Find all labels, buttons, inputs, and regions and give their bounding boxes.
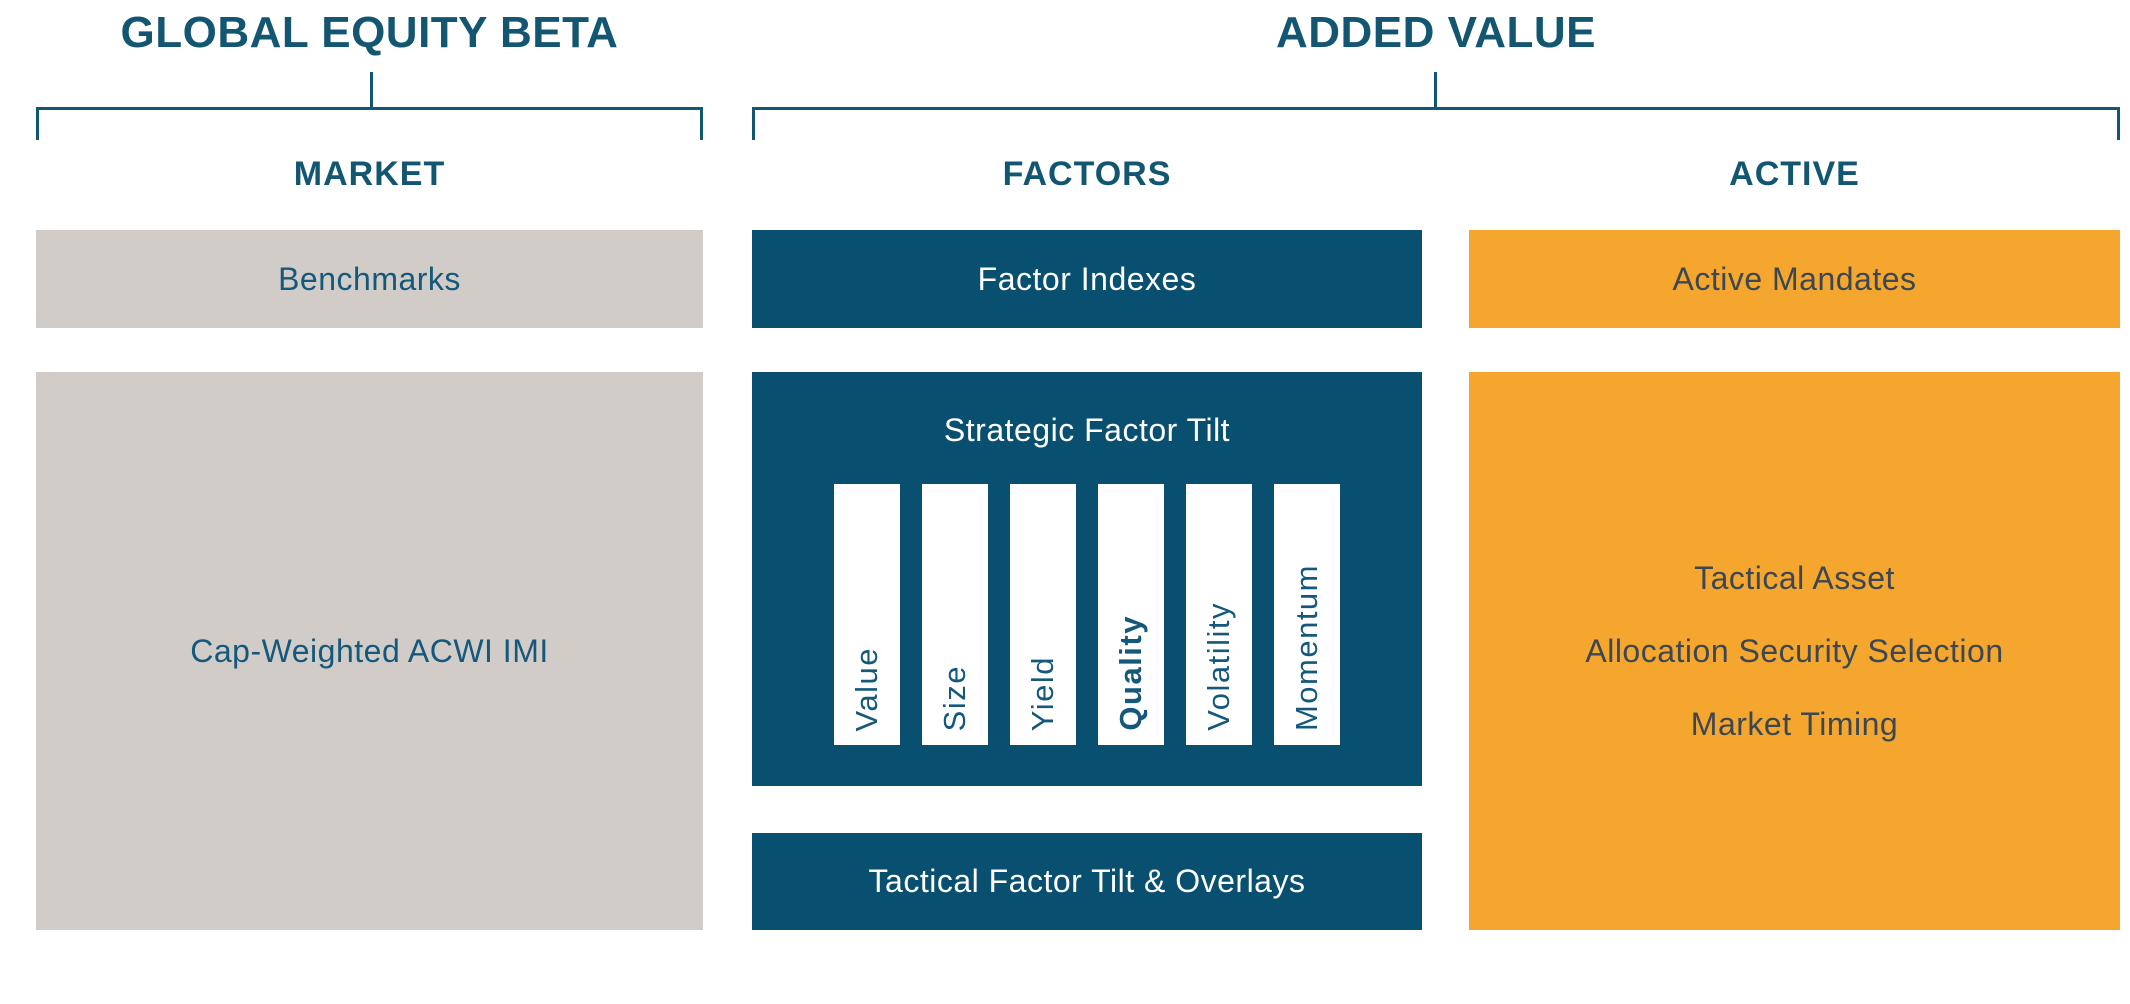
factor-bar-label: Momentum: [1289, 563, 1324, 731]
bracket-added-value: [752, 107, 2120, 140]
factor-bar-label: Value: [849, 646, 884, 732]
bracket-global-equity-beta: [36, 107, 703, 140]
factor-bar-label: Volatility: [1201, 602, 1236, 731]
bracket-stem-added-value: [1434, 72, 1437, 107]
benchmarks-box: Benchmarks: [36, 230, 703, 328]
strategic-factor-tilt-title: Strategic Factor Tilt: [943, 412, 1231, 448]
active-main-line: Market Timing: [1690, 705, 1899, 742]
column-heading-factors: FACTORS: [1002, 155, 1172, 193]
factor-bar-label: Size: [937, 664, 972, 731]
factor-bar-label: Yield: [1025, 655, 1060, 731]
column-heading-market: MARKET: [293, 155, 446, 193]
tactical-factor-tilt-overlays-box: Tactical Factor Tilt & Overlays: [752, 833, 1422, 930]
factor-bar-momentum: Momentum: [1274, 484, 1340, 745]
active-main-box: Tactical Asset Allocation Security Selec…: [1469, 372, 2120, 930]
factor-bars: Value Size Yield Quality Volatility Mome…: [752, 484, 1422, 745]
active-main-line: Allocation Security Selection: [1585, 632, 2004, 669]
factor-bar-value: Value: [834, 484, 900, 745]
factor-indexes-box: Factor Indexes: [752, 230, 1422, 328]
group-title-global-equity-beta: GLOBAL EQUITY BETA: [120, 8, 619, 57]
factor-bar-size: Size: [922, 484, 988, 745]
strategic-factor-tilt-box: Strategic Factor Tilt Value Size Yield Q…: [752, 372, 1422, 786]
factor-bar-label: Quality: [1113, 615, 1148, 731]
cap-weighted-acwi-imi-box: Cap-Weighted ACWI IMI: [36, 372, 703, 930]
active-mandates-box: Active Mandates: [1469, 230, 2120, 328]
column-heading-active: ACTIVE: [1729, 155, 1860, 193]
factor-bar-quality: Quality: [1098, 484, 1164, 745]
active-main-line: Tactical Asset: [1694, 559, 1895, 596]
group-title-added-value: ADDED VALUE: [1275, 8, 1597, 57]
bracket-stem-global-equity-beta: [370, 72, 373, 107]
factor-bar-yield: Yield: [1010, 484, 1076, 745]
factor-bar-volatility: Volatility: [1186, 484, 1252, 745]
